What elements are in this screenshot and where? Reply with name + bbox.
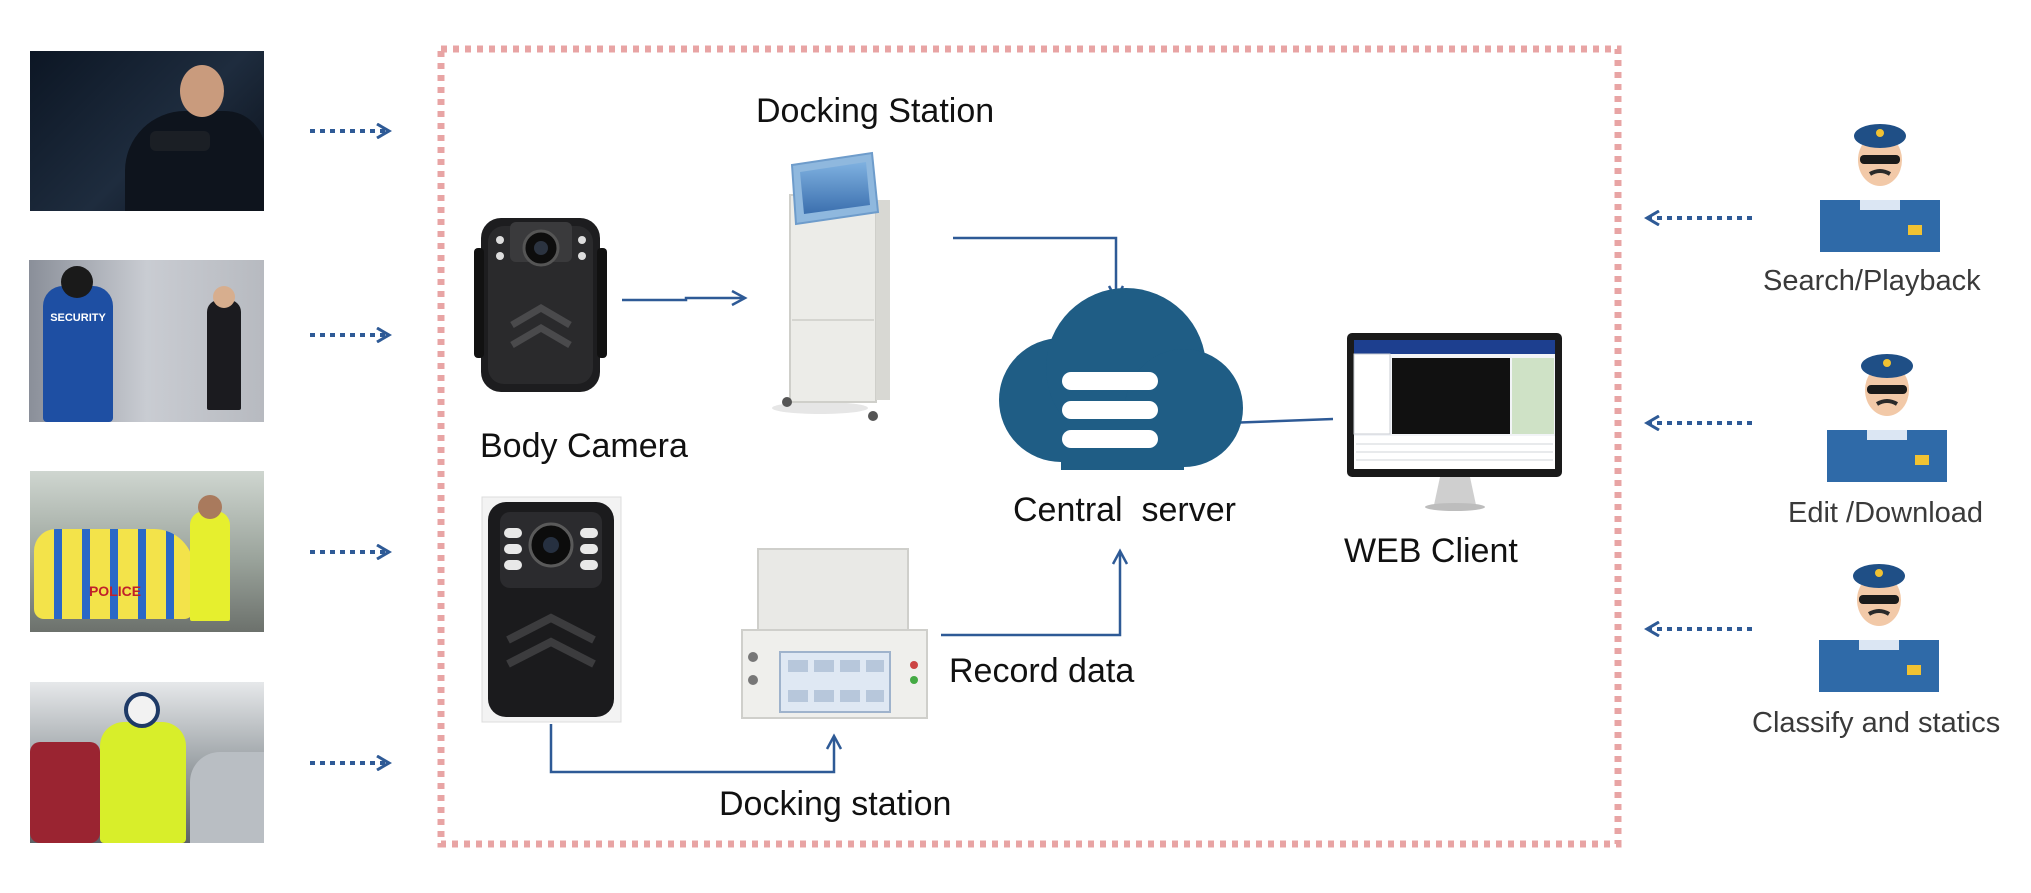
record-data-arrow: [941, 548, 1129, 637]
client-to-server-arrow: [1222, 414, 1334, 431]
docking-station-box-icon: [741, 548, 928, 719]
role-label-edit-download: Edit /Download: [1788, 497, 1984, 529]
police-car-officer-photo: [34, 529, 194, 619]
officer-avatar-2: [1827, 354, 1947, 482]
scene-photo-1: [30, 51, 264, 211]
camera-to-dock2-arrow: [549, 724, 843, 774]
docking-station-top-label: Docking Station: [756, 92, 995, 130]
security-guards-photo: [43, 286, 113, 422]
scene-security-badge: SECURITY: [50, 312, 106, 324]
central-server-label: Central server: [1013, 491, 1236, 529]
officer-aiming-gun-photo: [125, 111, 264, 211]
scene-photo-2: SECURITY: [29, 260, 264, 422]
role-label-classify-statics: Classify and statics: [1752, 707, 2001, 739]
officer-avatar-1: [1820, 124, 1940, 252]
scene-police-badge: POLICE: [88, 583, 142, 599]
role-arrows: [1648, 218, 1752, 629]
scene-photo-3: POLICE: [30, 471, 264, 632]
docking-kiosk-icon: [772, 151, 890, 421]
scene-photo-4: [30, 682, 264, 843]
docking-station-bottom-label: Docking station: [719, 785, 952, 823]
camera-to-dock-arrow: [622, 289, 748, 307]
officer-avatar-3: [1819, 564, 1939, 692]
scene-arrows: [310, 131, 388, 763]
flow-connectors: [549, 236, 1334, 774]
system-boundary: [437, 45, 1622, 848]
web-client-label: WEB Client: [1344, 532, 1518, 570]
cloud-server-icon: [999, 288, 1243, 470]
web-client-monitor-icon: [1347, 333, 1562, 511]
record-data-label: Record data: [949, 652, 1135, 690]
role-label-search-playback: Search/Playback: [1763, 265, 1981, 297]
body-camera-front-icon: [481, 496, 622, 723]
body-camera-label: Body Camera: [480, 427, 688, 465]
body-camera-icon: [474, 218, 607, 392]
traffic-officer-photo: [100, 722, 186, 843]
dock-to-server-arrow: [953, 236, 1125, 302]
